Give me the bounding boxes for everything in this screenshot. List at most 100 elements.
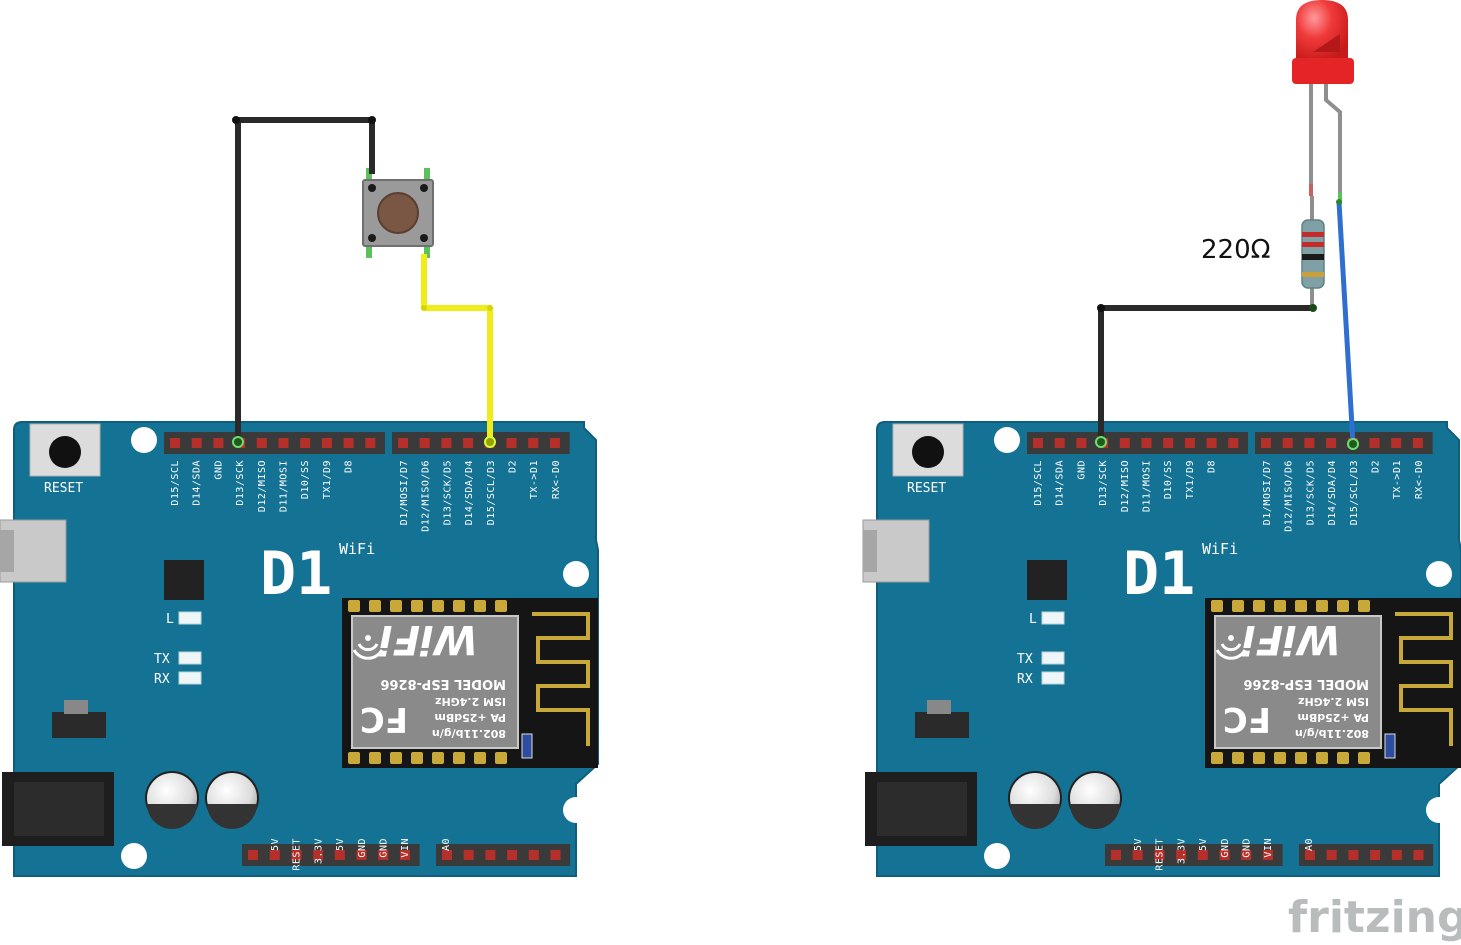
- header-pin: [442, 850, 452, 860]
- status-led: [178, 651, 202, 665]
- regulator-tab: [64, 700, 88, 714]
- header-pin: [1413, 850, 1424, 860]
- module-pad: [390, 600, 402, 612]
- pin-label-bottom: GND: [1220, 838, 1231, 858]
- red-led[interactable]: [1292, 0, 1354, 204]
- module-shield: [351, 615, 519, 749]
- pin-label-top: D15/SCL: [170, 460, 181, 506]
- pin-label-bottom: 5V: [1198, 838, 1209, 851]
- header-pin: [1184, 438, 1195, 448]
- header-pin: [1370, 850, 1381, 860]
- header-pin: [191, 438, 202, 448]
- header-pin: [528, 438, 539, 448]
- pin-label-top: D12/MISO: [257, 460, 268, 512]
- reset-button-cap: [49, 436, 81, 468]
- header-pin: [1119, 438, 1130, 448]
- header-pin: [398, 438, 408, 448]
- pin-label-top: D2: [1371, 460, 1382, 473]
- module-model: MODEL ESP-8266: [1243, 676, 1369, 691]
- header-pin: [1391, 438, 1402, 448]
- pin-label-top: D10/SS: [300, 460, 311, 499]
- wire-signal-led: [1336, 199, 1356, 445]
- module-pad: [474, 600, 486, 612]
- board-logo-sub: WiFi: [1202, 540, 1238, 558]
- pin-label-top: TX->D1: [1392, 460, 1403, 499]
- header-pin: [1141, 438, 1152, 448]
- header-pin: [1391, 850, 1402, 860]
- wifi-icon-arc: [1220, 643, 1242, 652]
- pin-label-bottom: A0: [441, 838, 452, 851]
- header-pin: [365, 438, 376, 448]
- header-pin: [1076, 438, 1087, 448]
- header-pin: [291, 850, 302, 860]
- header-pin: [1326, 850, 1337, 860]
- module-model: MODEL ESP-8266: [380, 676, 506, 691]
- module-pad: [1253, 752, 1265, 764]
- wifi-icon-arc: [352, 649, 384, 660]
- mounting-hole: [984, 843, 1010, 869]
- module-band: ISM 2.4GHz: [435, 695, 506, 708]
- wire-signal-button: [421, 254, 493, 442]
- wifi-icon-dot: [1228, 635, 1234, 641]
- header-pin: [321, 438, 332, 448]
- header-pin: [549, 438, 560, 448]
- module-fc-mark: FC: [360, 699, 408, 739]
- module-pad: [1358, 752, 1370, 764]
- mounting-hole: [563, 797, 589, 823]
- wire-gnd-left: [232, 116, 376, 442]
- module-pad: [453, 600, 465, 612]
- push-button[interactable]: [362, 168, 434, 258]
- header-pin: [1206, 438, 1217, 448]
- status-led: [178, 611, 202, 625]
- dc-jack-inner: [14, 782, 104, 836]
- led-label: L: [166, 612, 174, 627]
- capacitor-stripe: [207, 804, 257, 829]
- header-pin: [343, 438, 354, 448]
- header-pin: [256, 438, 267, 448]
- header-pin: [1163, 438, 1174, 448]
- header-top-left: [1027, 432, 1248, 454]
- header-top-right: [392, 432, 570, 454]
- wifi-icon-arc: [1215, 649, 1247, 660]
- wifi-icon-arc: [357, 643, 379, 652]
- pin-label-top: D13/SCK/D5: [442, 460, 453, 525]
- header-pin: [1305, 850, 1315, 860]
- module-power: PA +25dBm: [434, 711, 506, 724]
- module-pad: [348, 752, 360, 764]
- header-pin: [1326, 438, 1337, 448]
- module-wifi-text: WiFi: [1241, 616, 1341, 662]
- pin-label-bottom: A0: [1304, 838, 1315, 851]
- module-pad: [369, 752, 381, 764]
- board-logo: D1: [260, 539, 332, 609]
- pin-label-bottom: GND: [379, 838, 390, 858]
- pin-label-bottom: 5V: [270, 838, 281, 851]
- module-pad: [1274, 600, 1286, 612]
- header-pin: [356, 850, 367, 860]
- resistor-220-ohm[interactable]: [1301, 196, 1325, 310]
- header-pin: [1282, 438, 1293, 448]
- connection-dot: [1347, 438, 1359, 450]
- pin-label-top: D15/SCL: [1033, 460, 1044, 506]
- led-label: TX: [154, 652, 170, 667]
- header-bottom-analog: [436, 844, 571, 866]
- mounting-hole: [1426, 797, 1452, 823]
- module-pad: [1211, 752, 1223, 764]
- pin-label-top: D14/SDA/D4: [1327, 460, 1338, 525]
- led-label: RX: [154, 672, 170, 687]
- wifi-icon: [352, 635, 384, 660]
- module-pad: [369, 600, 381, 612]
- reset-button-cap: [912, 436, 944, 468]
- wifi-icon: [1215, 635, 1247, 660]
- module-pad: [432, 752, 444, 764]
- pin-label-top: D8: [1207, 460, 1218, 473]
- pin-label-bottom: VIN: [1263, 838, 1274, 858]
- header-pin: [399, 850, 410, 860]
- module-pad: [411, 752, 423, 764]
- module-pad: [453, 752, 465, 764]
- mounting-hole: [121, 843, 147, 869]
- mounting-hole: [1426, 561, 1452, 587]
- pin-label-top: GND: [213, 460, 224, 480]
